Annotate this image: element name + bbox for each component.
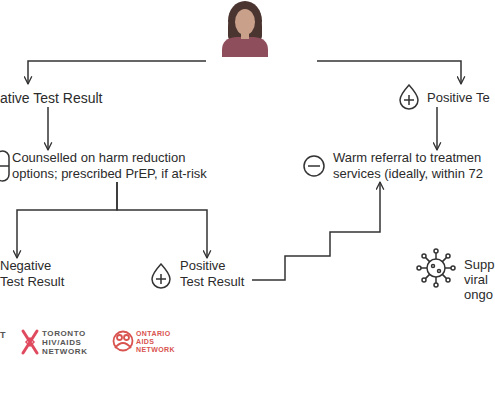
pill-icon xyxy=(0,151,9,181)
person-body xyxy=(222,37,268,57)
outcome-box: Supp viral ongo xyxy=(464,257,495,302)
virus-dot xyxy=(438,270,441,273)
result-box: Positive Test Result xyxy=(180,258,252,290)
logo-arc xyxy=(115,343,131,348)
connector-arrow xyxy=(252,182,380,280)
minus-circle xyxy=(304,156,324,176)
logo-head xyxy=(117,335,122,340)
ontario-logo-mark xyxy=(114,332,133,351)
branch-line xyxy=(317,61,461,84)
virus-spike-tip xyxy=(422,254,426,258)
plus-sign xyxy=(404,95,414,105)
virus-spike-tip xyxy=(446,278,450,282)
connector-arrow xyxy=(436,107,438,150)
logo-text: TORONTO xyxy=(42,329,86,338)
virus-spike-tip xyxy=(451,266,455,270)
plus-sign xyxy=(156,274,166,284)
logo-text: ONTARIO xyxy=(136,330,171,338)
virus-dot xyxy=(432,265,435,268)
node-text: Counselled on harm reduction options; pr… xyxy=(12,150,212,182)
logo-text: HIV/AIDS xyxy=(42,338,81,347)
process-box: Warm referral to treatmen services (idea… xyxy=(333,150,495,182)
logo-text: NETWORK xyxy=(136,346,175,354)
result-box: Positive Te xyxy=(427,89,495,107)
connector-arrow xyxy=(117,182,207,258)
logo-cross xyxy=(23,331,37,353)
node-text: ative Test Result xyxy=(0,89,130,107)
result-box: ative Test Result xyxy=(0,89,130,107)
connector-arrow xyxy=(47,107,49,150)
logo-text: T xyxy=(0,330,6,340)
minus-sign xyxy=(308,165,320,167)
node-text: Positive Test Result xyxy=(180,258,252,290)
person-icon xyxy=(222,1,268,57)
drop-outline xyxy=(152,264,170,288)
node-text: Warm referral to treatmen services (idea… xyxy=(333,150,495,182)
toronto-logo-mark xyxy=(23,331,37,353)
drop-outline xyxy=(400,85,418,109)
connector-arrow xyxy=(17,182,117,258)
virus-spikes xyxy=(421,253,451,283)
virus-spike-tip xyxy=(422,278,426,282)
minus-circle-icon xyxy=(304,156,324,176)
virus-icon xyxy=(417,249,455,287)
virus-spike-tip xyxy=(434,283,438,287)
node-text: Negative Test Result xyxy=(0,258,72,290)
virus-body xyxy=(427,259,445,277)
virus-spike-tip xyxy=(434,249,438,253)
logo-ring xyxy=(114,332,133,351)
node-text: Supp viral ongo xyxy=(464,257,495,302)
person-face xyxy=(235,9,255,35)
drop-plus-icon xyxy=(152,264,170,288)
virus-spike-tip xyxy=(417,266,421,270)
logo-text: NETWORK xyxy=(42,347,88,356)
pill-outline xyxy=(0,151,9,181)
person-hair xyxy=(228,1,262,41)
logo-text: AIDS xyxy=(136,338,154,346)
process-box: Counselled on harm reduction options; pr… xyxy=(12,150,212,182)
result-box: Negative Test Result xyxy=(0,258,72,290)
virus-spike-tip xyxy=(446,254,450,258)
drop-plus-icon xyxy=(400,85,418,109)
branch-line xyxy=(28,61,206,84)
logo-diamond xyxy=(26,338,34,346)
logo-head xyxy=(124,335,129,340)
node-text: Positive Te xyxy=(427,89,495,107)
pill-divider xyxy=(0,165,9,167)
